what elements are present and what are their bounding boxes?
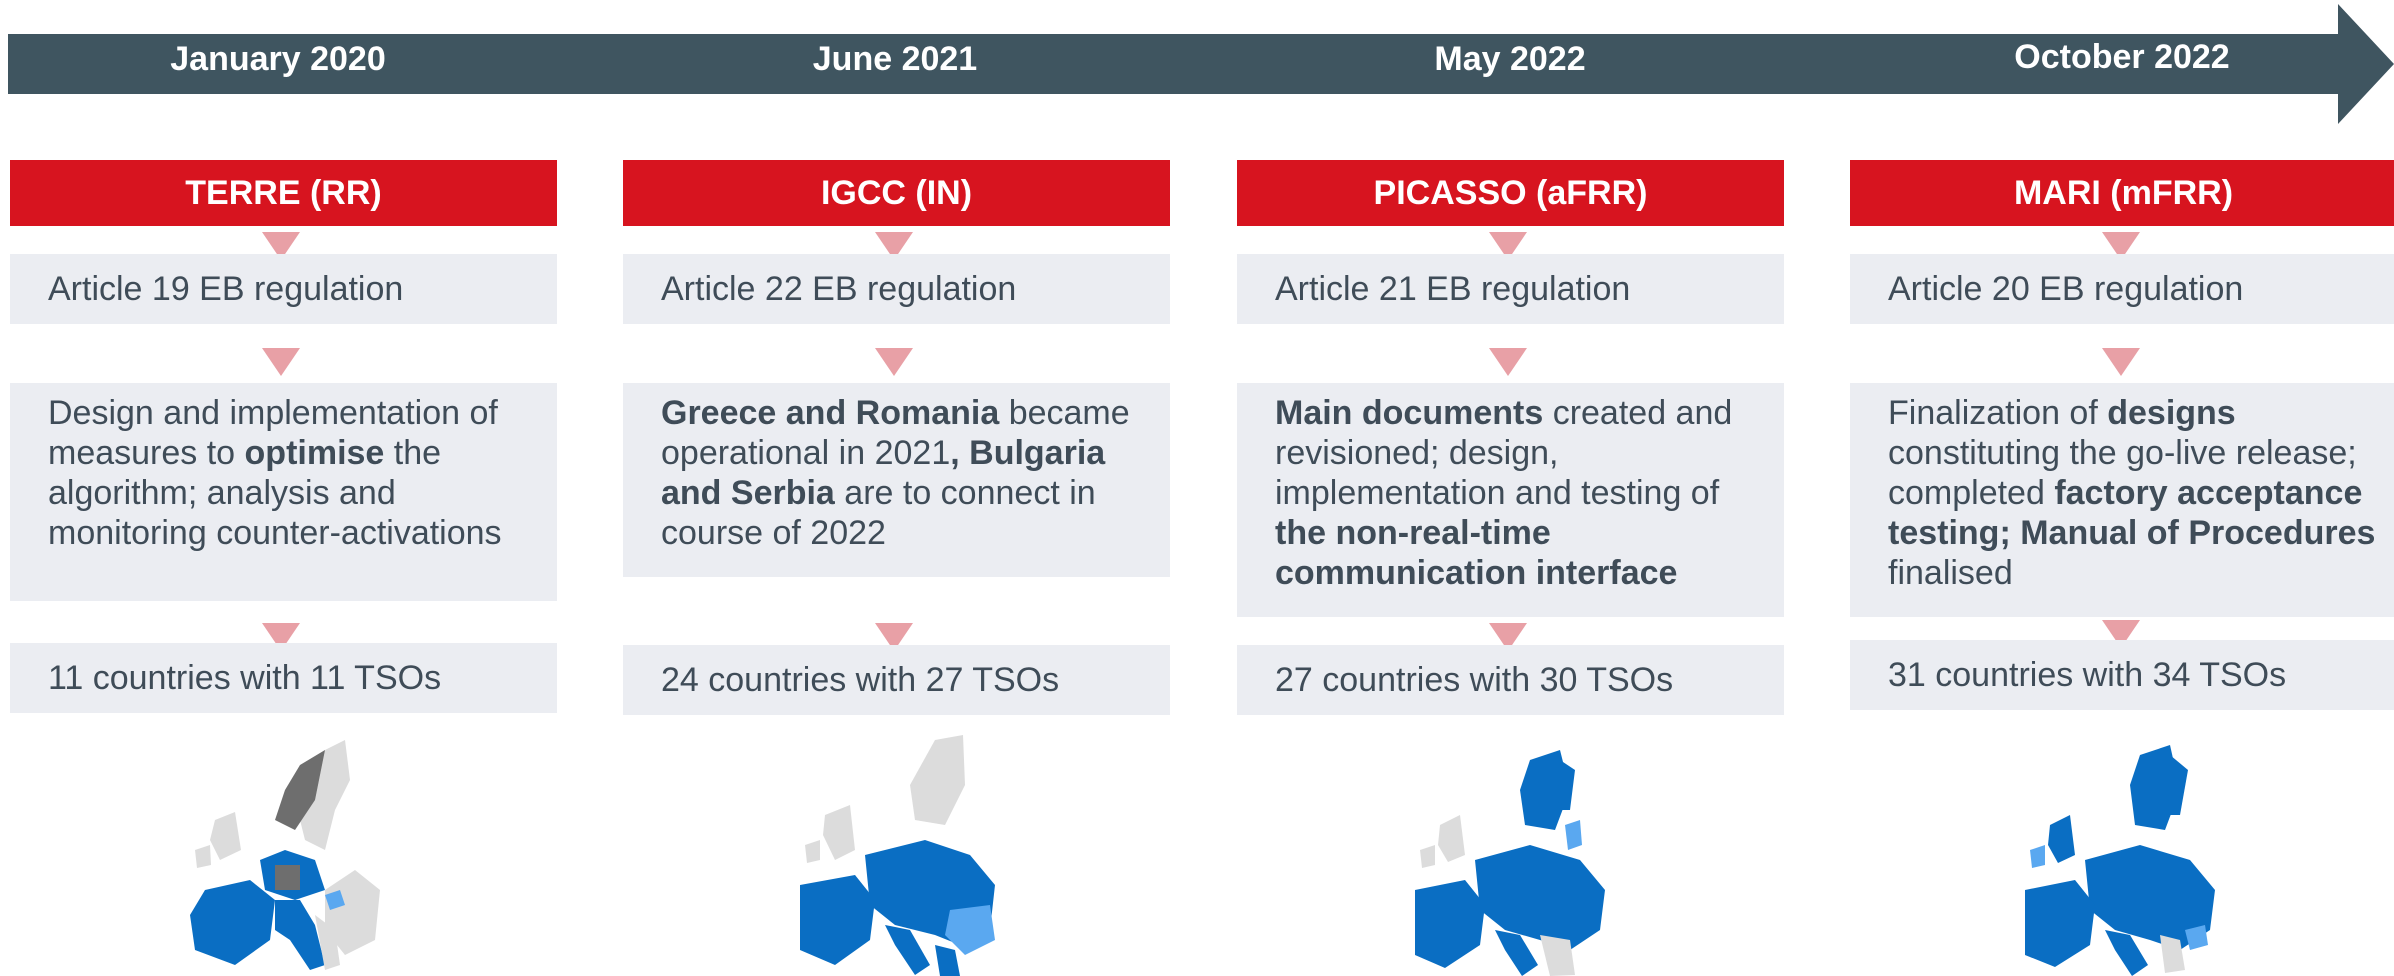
timeline-arrow-shape <box>8 4 2394 124</box>
description-text: finalised <box>1888 554 2013 592</box>
platform-header: IGCC (IN) <box>623 160 1170 226</box>
description-text: Finalization of <box>1888 394 2108 432</box>
description-text: Main documents <box>1275 394 1544 432</box>
description-text: the algorithm; analysis and monitoring c… <box>48 434 502 552</box>
description-text: are to connect in course of 2022 <box>661 474 1096 552</box>
platform-column-picasso: PICASSO (aFRR) Article 21 EB regulation … <box>1237 160 1784 715</box>
article-box: Article 21 EB regulation <box>1237 254 1784 324</box>
europe-map-terre <box>190 740 380 970</box>
timeline-date-2: June 2021 <box>812 40 978 78</box>
connector-arrow <box>875 348 913 376</box>
description-text: factory acceptance testing; Manual of Pr… <box>1888 474 2376 552</box>
europe-map-picasso <box>1415 750 1605 976</box>
description-text: constituting the go-live release; comple… <box>1888 434 2357 512</box>
tso-count-box: 11 countries with 11 TSOs <box>10 643 557 713</box>
description-text: Greece and Romania <box>661 394 1000 432</box>
connector-arrow <box>1489 348 1527 376</box>
description-box: Main documents created and revisioned; d… <box>1237 383 1784 617</box>
tso-count-box: 24 countries with 27 TSOs <box>623 645 1170 715</box>
description-box: Finalization of designs constituting the… <box>1850 383 2394 617</box>
description-text: the non-real-time communication interfac… <box>1275 514 1678 592</box>
article-box: Article 22 EB regulation <box>623 254 1170 324</box>
timeline-date-1: January 2020 <box>170 40 386 78</box>
europe-map-igcc <box>800 735 995 976</box>
platform-header: PICASSO (aFRR) <box>1237 160 1784 226</box>
description-text: Design and implementation of measures to <box>48 394 498 472</box>
europe-map-mari <box>2025 745 2215 976</box>
description-text: optimise <box>244 434 385 472</box>
platform-header: MARI (mFRR) <box>1850 160 2394 226</box>
connector-arrow <box>2102 348 2140 376</box>
timeline-arrow: January 2020 June 2021 May 2022 October … <box>0 0 2394 130</box>
platform-column-mari: MARI (mFRR) Article 20 EB regulation Fin… <box>1850 160 2394 710</box>
timeline-date-3: May 2022 <box>1434 40 1586 78</box>
description-text: designs <box>2107 394 2236 432</box>
connector-arrow <box>262 348 300 376</box>
platform-column-terre: TERRE (RR) Article 19 EB regulation Desi… <box>10 160 557 713</box>
platform-header: TERRE (RR) <box>10 160 557 226</box>
platform-column-igcc: IGCC (IN) Article 22 EB regulation Greec… <box>623 160 1170 715</box>
article-box: Article 19 EB regulation <box>10 254 557 324</box>
article-box: Article 20 EB regulation <box>1850 254 2394 324</box>
description-box: Design and implementation of measures to… <box>10 383 557 601</box>
description-text: , <box>950 434 960 472</box>
timeline-date-4: October 2022 <box>2014 38 2230 76</box>
tso-count-box: 27 countries with 30 TSOs <box>1237 645 1784 715</box>
description-box: Greece and Romania became operational in… <box>623 383 1170 577</box>
description-text: became operational in 2021 <box>661 394 1130 472</box>
description-text <box>960 434 969 472</box>
description-text: created and revisioned; design, implemen… <box>1275 394 1733 512</box>
tso-count-box: 31 countries with 34 TSOs <box>1850 640 2394 710</box>
description-text: Bulgaria and Serbia <box>661 434 1106 512</box>
